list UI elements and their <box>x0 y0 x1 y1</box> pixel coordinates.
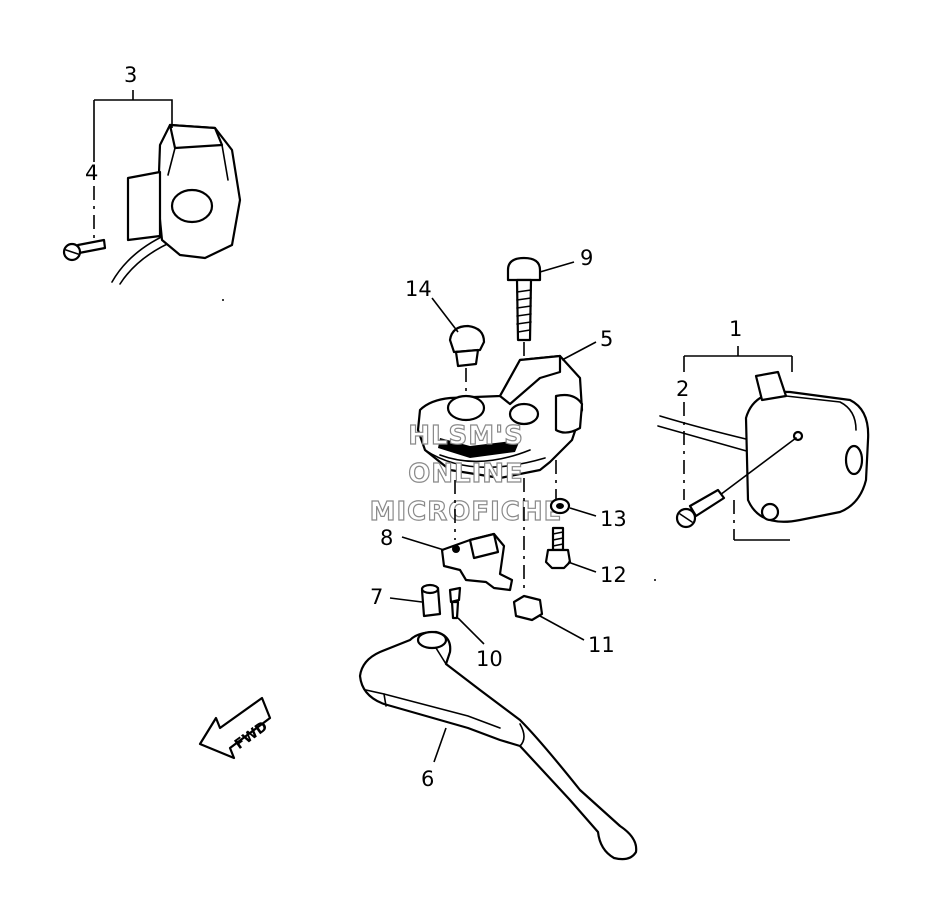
callout-10: 10 <box>476 647 503 671</box>
forward-direction-arrow: FWD <box>198 696 272 760</box>
callout-6: 6 <box>421 767 434 791</box>
callout-10-leader <box>457 617 485 645</box>
callout-4: 4 <box>85 161 98 185</box>
right-switch-housing <box>657 370 870 529</box>
callout-13-leader <box>569 507 597 517</box>
callout-5-leader <box>561 341 597 361</box>
screw-12 <box>544 526 572 570</box>
callout-13: 13 <box>600 507 627 531</box>
watermark-line-3: MICROFICHE <box>370 497 563 527</box>
collar-7 <box>420 583 442 618</box>
screw-10 <box>448 586 462 620</box>
callout-3-leader <box>93 90 173 240</box>
callout-14-leader <box>431 297 459 333</box>
bolt-9 <box>506 256 542 342</box>
callout-2: 2 <box>676 377 689 401</box>
callout-7: 7 <box>370 585 383 609</box>
callout-3: 3 <box>124 63 137 87</box>
watermark-line-1: HLSM'S <box>408 421 524 451</box>
lever-6 <box>358 630 638 861</box>
cap-14 <box>448 324 486 368</box>
callout-5: 5 <box>600 327 613 351</box>
washer-13 <box>549 497 571 515</box>
callout-6-leader <box>433 727 447 763</box>
left-switch-housing <box>62 123 242 285</box>
callout-12: 12 <box>600 563 627 587</box>
watermark-line-2: ONLINE <box>408 459 524 489</box>
callout-1: 1 <box>729 317 742 341</box>
nut-11 <box>512 594 544 622</box>
callout-9: 9 <box>580 246 593 270</box>
callout-7-leader <box>389 597 423 603</box>
callout-8: 8 <box>380 526 393 550</box>
callout-8-leader <box>401 536 445 551</box>
callout-12-leader <box>567 561 597 573</box>
callout-1-leader <box>683 346 793 541</box>
callout-11-leader <box>539 615 585 641</box>
watermark: HLSM'S ONLINE MICROFICHE <box>369 420 563 527</box>
callout-14: 14 <box>405 277 432 301</box>
switch-8 <box>440 532 514 592</box>
callout-9-leader <box>539 261 575 273</box>
lever-bracket-5 <box>416 354 584 480</box>
callout-11: 11 <box>588 633 615 657</box>
